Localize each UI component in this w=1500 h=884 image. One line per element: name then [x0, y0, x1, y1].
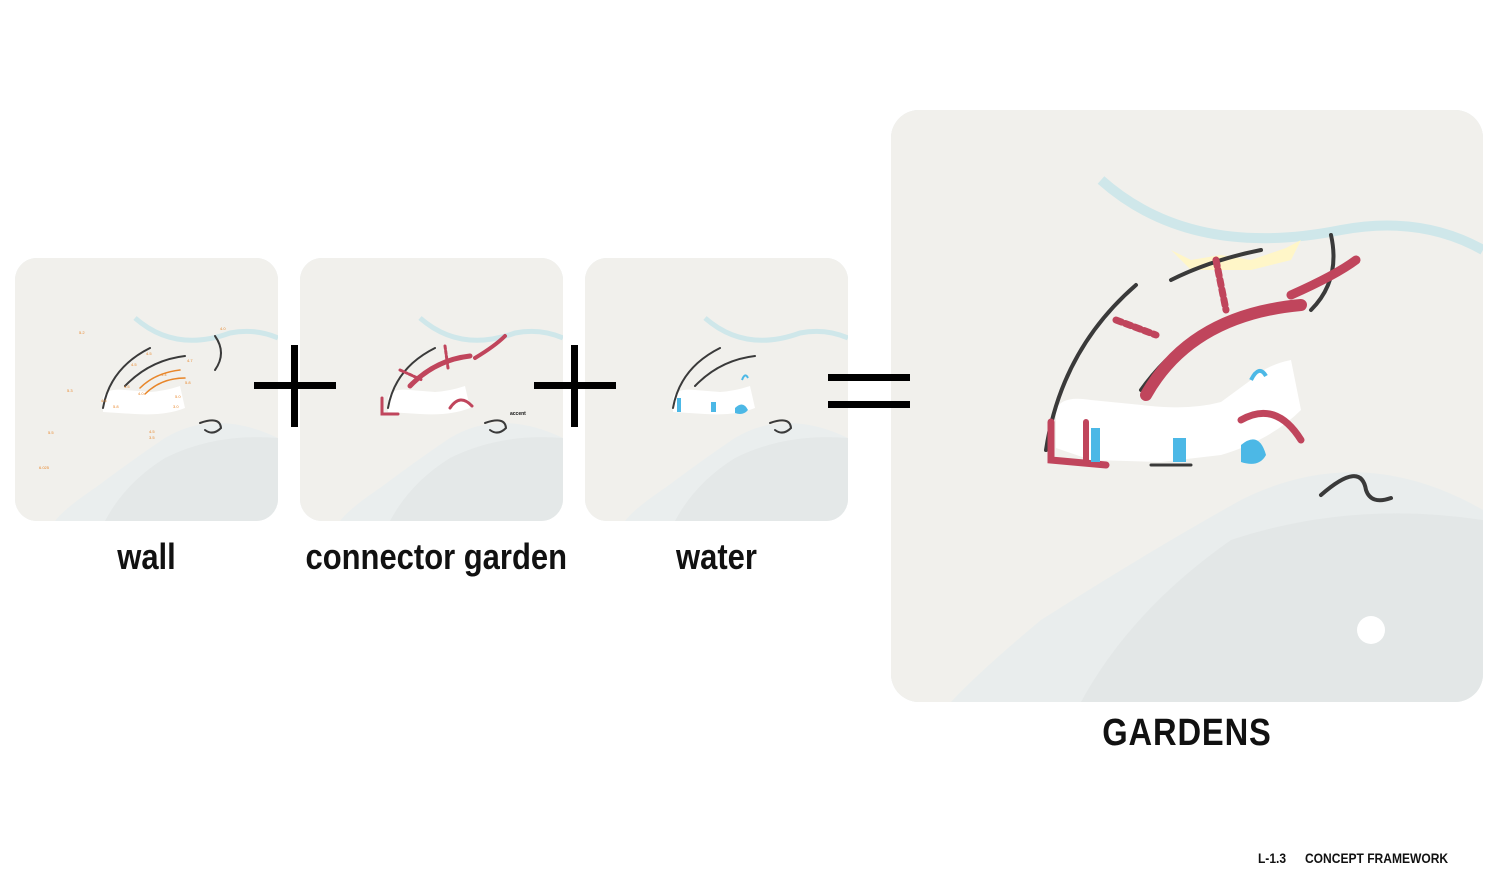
- gardens-composite-panel: [891, 110, 1483, 702]
- connector-annotation: accent: [510, 411, 526, 417]
- annotation: 4.7: [187, 358, 193, 363]
- gardens-composite-diagram: [891, 110, 1483, 702]
- annotation: 4.0: [220, 326, 226, 331]
- annotation: 4.5: [124, 384, 130, 389]
- sheet-name: CONCEPT FRAMEWORK: [1304, 850, 1448, 866]
- wall-diagram: 5.2 4.5 4.7 4.5 4.4 5.8 4.5 4.0 5.0 5.3 …: [15, 258, 278, 521]
- annotation: 4.4: [161, 372, 167, 377]
- annotation: 4.5: [131, 362, 137, 367]
- annotation: 5.8: [113, 404, 119, 409]
- water-diagram: [585, 258, 848, 521]
- annotation: 4.0: [138, 391, 144, 396]
- annotation: 5.3: [67, 388, 73, 393]
- plus-bar: [571, 345, 578, 427]
- water-diagram-panel: [585, 258, 848, 521]
- equals-bar: [828, 374, 910, 381]
- connector-garden-label: connector garden: [305, 536, 568, 577]
- annotation: 4.6: [101, 398, 107, 403]
- connector-garden-diagram-panel: accent: [300, 258, 563, 521]
- annotation: 5.8: [185, 380, 191, 385]
- sheet-title: L-1.3 CONCEPT FRAMEWORK: [1258, 850, 1448, 866]
- plus-bar: [291, 345, 298, 427]
- water-label: water: [676, 536, 757, 577]
- equals-operator: [828, 374, 910, 410]
- annotation: 6.025: [39, 465, 50, 470]
- plus-operator: [534, 345, 616, 427]
- annotation: 3.0: [173, 404, 179, 409]
- wall-label: wall: [117, 536, 176, 577]
- plus-operator: [254, 345, 336, 427]
- wall-diagram-panel: 5.2 4.5 4.7 4.5 4.4 5.8 4.5 4.0 5.0 5.3 …: [15, 258, 278, 521]
- equals-bar: [828, 401, 910, 408]
- sheet-code: L-1.3: [1257, 850, 1286, 866]
- wall-annotations: 5.2 4.5 4.7 4.5 4.4 5.8 4.5 4.0 5.0 5.3 …: [39, 326, 226, 470]
- annotation: 5.2: [79, 330, 85, 335]
- annotation: 4.5: [149, 429, 155, 434]
- annotation: 3.5: [149, 435, 155, 440]
- gardens-label: GARDENS: [1102, 712, 1272, 754]
- annotation: 5.5: [48, 430, 54, 435]
- annotation: 5.0: [175, 394, 181, 399]
- annotation: 4.5: [146, 351, 152, 356]
- connector-garden-diagram: accent: [300, 258, 563, 521]
